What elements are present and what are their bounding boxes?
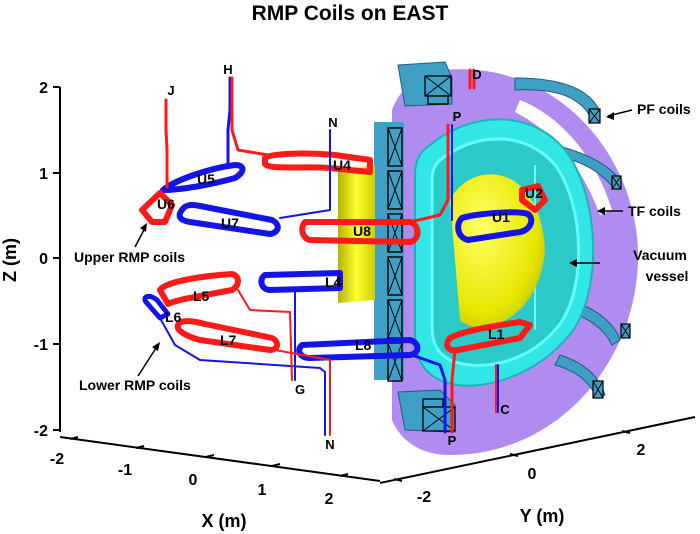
coil-u7 — [176, 202, 281, 237]
x-tick-label: -1 — [118, 462, 132, 479]
z-tick-label: 2 — [39, 80, 48, 97]
vacuum-vessel-label-line2: vessel — [646, 268, 689, 284]
y-tick-label: -2 — [417, 489, 431, 506]
terminal-label-n-bottom: N — [325, 437, 334, 452]
y-tick-label: 0 — [528, 466, 537, 483]
x-tick-label: -2 — [50, 451, 64, 468]
z-tick-label: 0 — [39, 251, 48, 268]
pf-coils-label: PF coils — [637, 101, 691, 117]
x-axis: -2 -1 0 1 2 X (m) — [50, 436, 381, 531]
coil-label-l6: L6 — [165, 309, 182, 325]
coil-l5 — [157, 271, 241, 307]
coil-label-u7: U7 — [221, 215, 239, 231]
z-tick-label: -1 — [34, 337, 48, 354]
figure-title: RMP Coils on EAST — [252, 2, 449, 25]
plasma-cylinder — [338, 165, 375, 303]
z-axis: 2 1 0 -1 -2 Z (m) — [0, 80, 61, 440]
terminal-label-g: G — [295, 382, 305, 397]
x-tick-label: 0 — [189, 472, 198, 489]
coil-label-l1: L1 — [488, 326, 505, 342]
x-tick-label: 1 — [258, 482, 267, 499]
upper-rmp-coils — [139, 68, 548, 245]
terminal-label-p-top: P — [453, 109, 462, 124]
coil-l7 — [174, 318, 280, 353]
coil-label-u1: U1 — [492, 209, 510, 225]
terminal-label-j: J — [167, 83, 174, 98]
coil-u1 — [455, 209, 535, 243]
z-tick-label: 1 — [39, 166, 48, 183]
coil-l4 — [258, 270, 343, 293]
coil-label-u2: U2 — [525, 185, 543, 201]
terminal-label-h: H — [223, 62, 232, 77]
y-tick-label: 2 — [637, 442, 646, 459]
coil-label-u5: U5 — [197, 171, 215, 187]
coil-l8 — [296, 337, 421, 361]
x-tick-label: 2 — [325, 491, 334, 508]
terminal-label-n-top: N — [328, 115, 337, 130]
coil-l6 — [142, 293, 171, 321]
y-axis-line — [379, 416, 696, 484]
terminal-label-c: C — [500, 402, 510, 417]
annotation-lower-rmp: Lower RMP coils — [79, 342, 191, 393]
coil-l1 — [444, 319, 533, 354]
coil-u2 — [519, 183, 548, 213]
coil-label-u8: U8 — [353, 223, 371, 239]
y-axis-label: Y (m) — [520, 506, 565, 526]
annotation-upper-rmp: Upper RMP coils — [74, 223, 185, 265]
coil-label-l4: L4 — [325, 274, 342, 290]
coil-u6 — [139, 190, 175, 225]
pf-coils — [397, 61, 631, 433]
y-axis: -2 0 2 Y (m) — [379, 416, 696, 526]
lower-rmp-label: Lower RMP coils — [79, 377, 191, 393]
lower-rmp-coils — [142, 270, 533, 436]
coil-u5 — [160, 162, 246, 193]
coil-label-l7: L7 — [220, 332, 237, 348]
z-axis-label: Z (m) — [0, 238, 20, 282]
coil-label-l5: L5 — [193, 288, 210, 304]
coil-label-l8: L8 — [355, 337, 372, 353]
coil-u8 — [299, 219, 421, 245]
tf-coils-label: TF coils — [628, 203, 681, 219]
terminal-label-p-bottom: P — [448, 433, 457, 448]
annotation-vacuum-vessel: Vacuum vessel — [569, 247, 688, 284]
x-axis-line — [59, 436, 381, 482]
z-tick-label: -2 — [34, 423, 48, 440]
upper-rmp-label: Upper RMP coils — [74, 249, 185, 265]
terminal-label-d: D — [472, 67, 481, 82]
annotation-pf-coils: PF coils — [606, 101, 691, 120]
x-axis-label: X (m) — [202, 511, 247, 531]
annotation-tf-coils: TF coils — [597, 203, 681, 219]
coil-label-u6: U6 — [157, 196, 175, 212]
coil-label-u4: U4 — [333, 157, 351, 173]
vacuum-vessel-label-line1: Vacuum — [633, 247, 687, 263]
coil-u4 — [262, 150, 373, 175]
